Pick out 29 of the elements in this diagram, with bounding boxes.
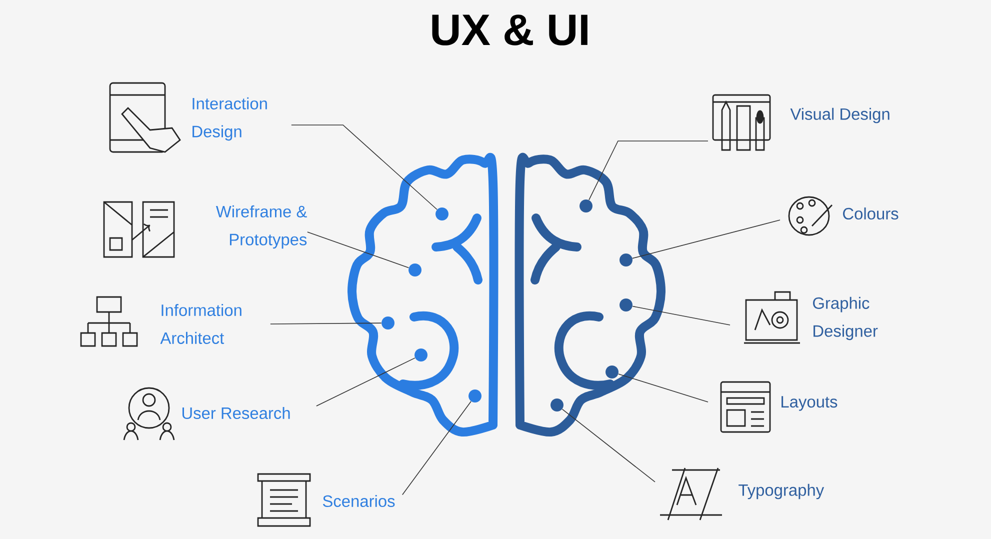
leader-line	[307, 232, 410, 268]
topic-label: Information Architect	[160, 304, 242, 344]
topic-label: Colours	[843, 207, 898, 220]
brain-dot	[620, 298, 632, 312]
leader-line	[618, 374, 708, 402]
brain-dot	[606, 366, 618, 378]
brain-dot	[580, 200, 592, 212]
topic-label: Layouts	[782, 396, 838, 411]
leader-line	[562, 408, 656, 482]
brain-dot	[550, 398, 564, 412]
brain-dot	[620, 254, 632, 266]
brain-dot	[468, 390, 482, 402]
topic-label: Interaction Design	[192, 97, 267, 141]
brain-dot	[414, 348, 428, 362]
topic-label: Wireframe & Prototypes	[216, 205, 307, 249]
title: UX & UI	[432, 14, 588, 46]
leader-line	[632, 306, 730, 326]
leader-line	[291, 124, 438, 210]
topic-label: Visual Design	[790, 108, 890, 124]
topic-label: Typography	[738, 484, 824, 500]
topic-label: User Research	[182, 406, 290, 420]
leader-line	[402, 401, 472, 496]
topic-label: Scenarios	[322, 494, 395, 508]
leader-line	[316, 358, 416, 406]
brain-dot	[382, 316, 394, 330]
brain-dot	[408, 264, 422, 276]
brain-dot	[436, 208, 448, 220]
leader-line	[270, 322, 382, 324]
topic-label: Graphic Designer	[813, 296, 878, 340]
